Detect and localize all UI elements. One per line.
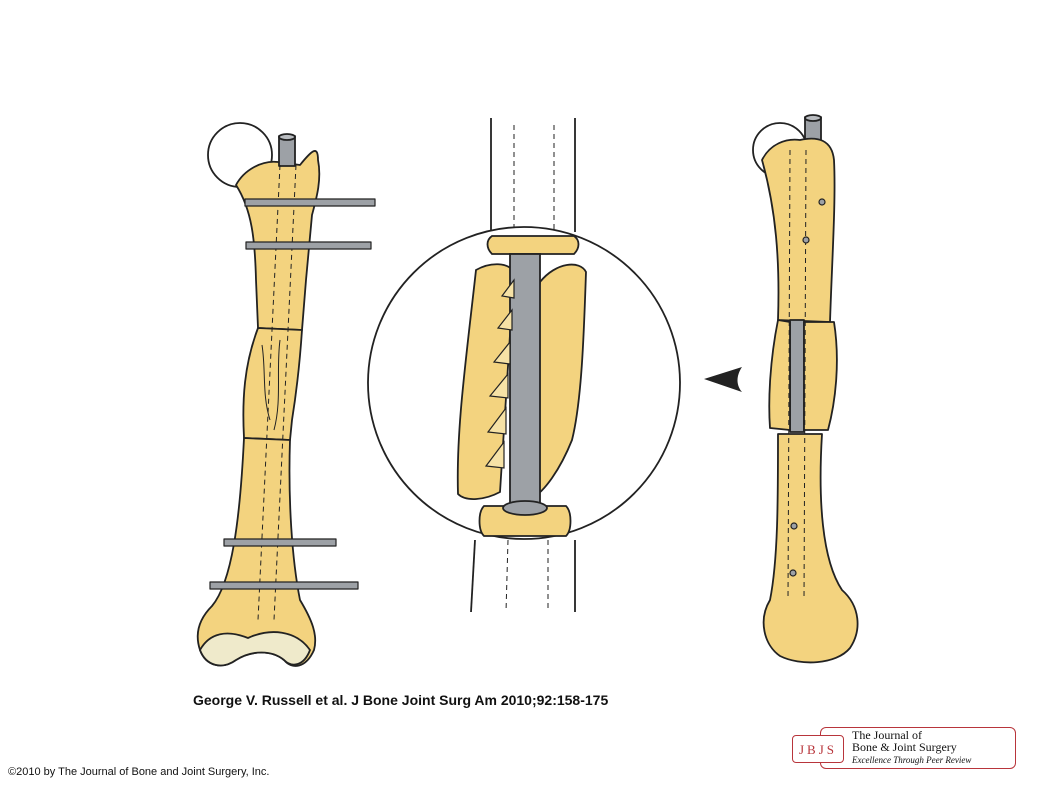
proximal-segment [235,150,321,331]
left-femur [196,122,376,667]
spiral-fracture-line [484,278,515,469]
distal-segment-right [762,433,859,664]
logo-line2: Bone & Joint Surgery [852,740,957,754]
logo-line3: Excellence Through Peer Review [852,755,972,765]
citation: George V. Russell et al. J Bone Joint Su… [193,692,609,708]
fracture-fragment-left [456,263,515,500]
direction-arrow [704,367,742,392]
right-femur [752,114,859,664]
screw-holes [789,198,826,577]
interlocking-screws [209,198,376,590]
jbjs-logo: JBJS The Journal of Bone & Joint Surgery… [792,727,1018,771]
middle-segment [242,327,303,441]
middle-segment-right [768,319,791,431]
logo-line1: The Journal of [852,728,922,742]
logo-abbrev: JBJS [792,735,844,763]
knee-joint-surface [199,631,311,667]
logo-text: The Journal of Bone & Joint Surgery Exce… [852,729,971,766]
copyright-notice: ©2010 by The Journal of Bone and Joint S… [8,766,270,778]
intramedullary-rod [509,253,541,517]
magnified-view [367,118,681,613]
proximal-segment-right [761,137,836,323]
distal-segment [196,437,317,667]
